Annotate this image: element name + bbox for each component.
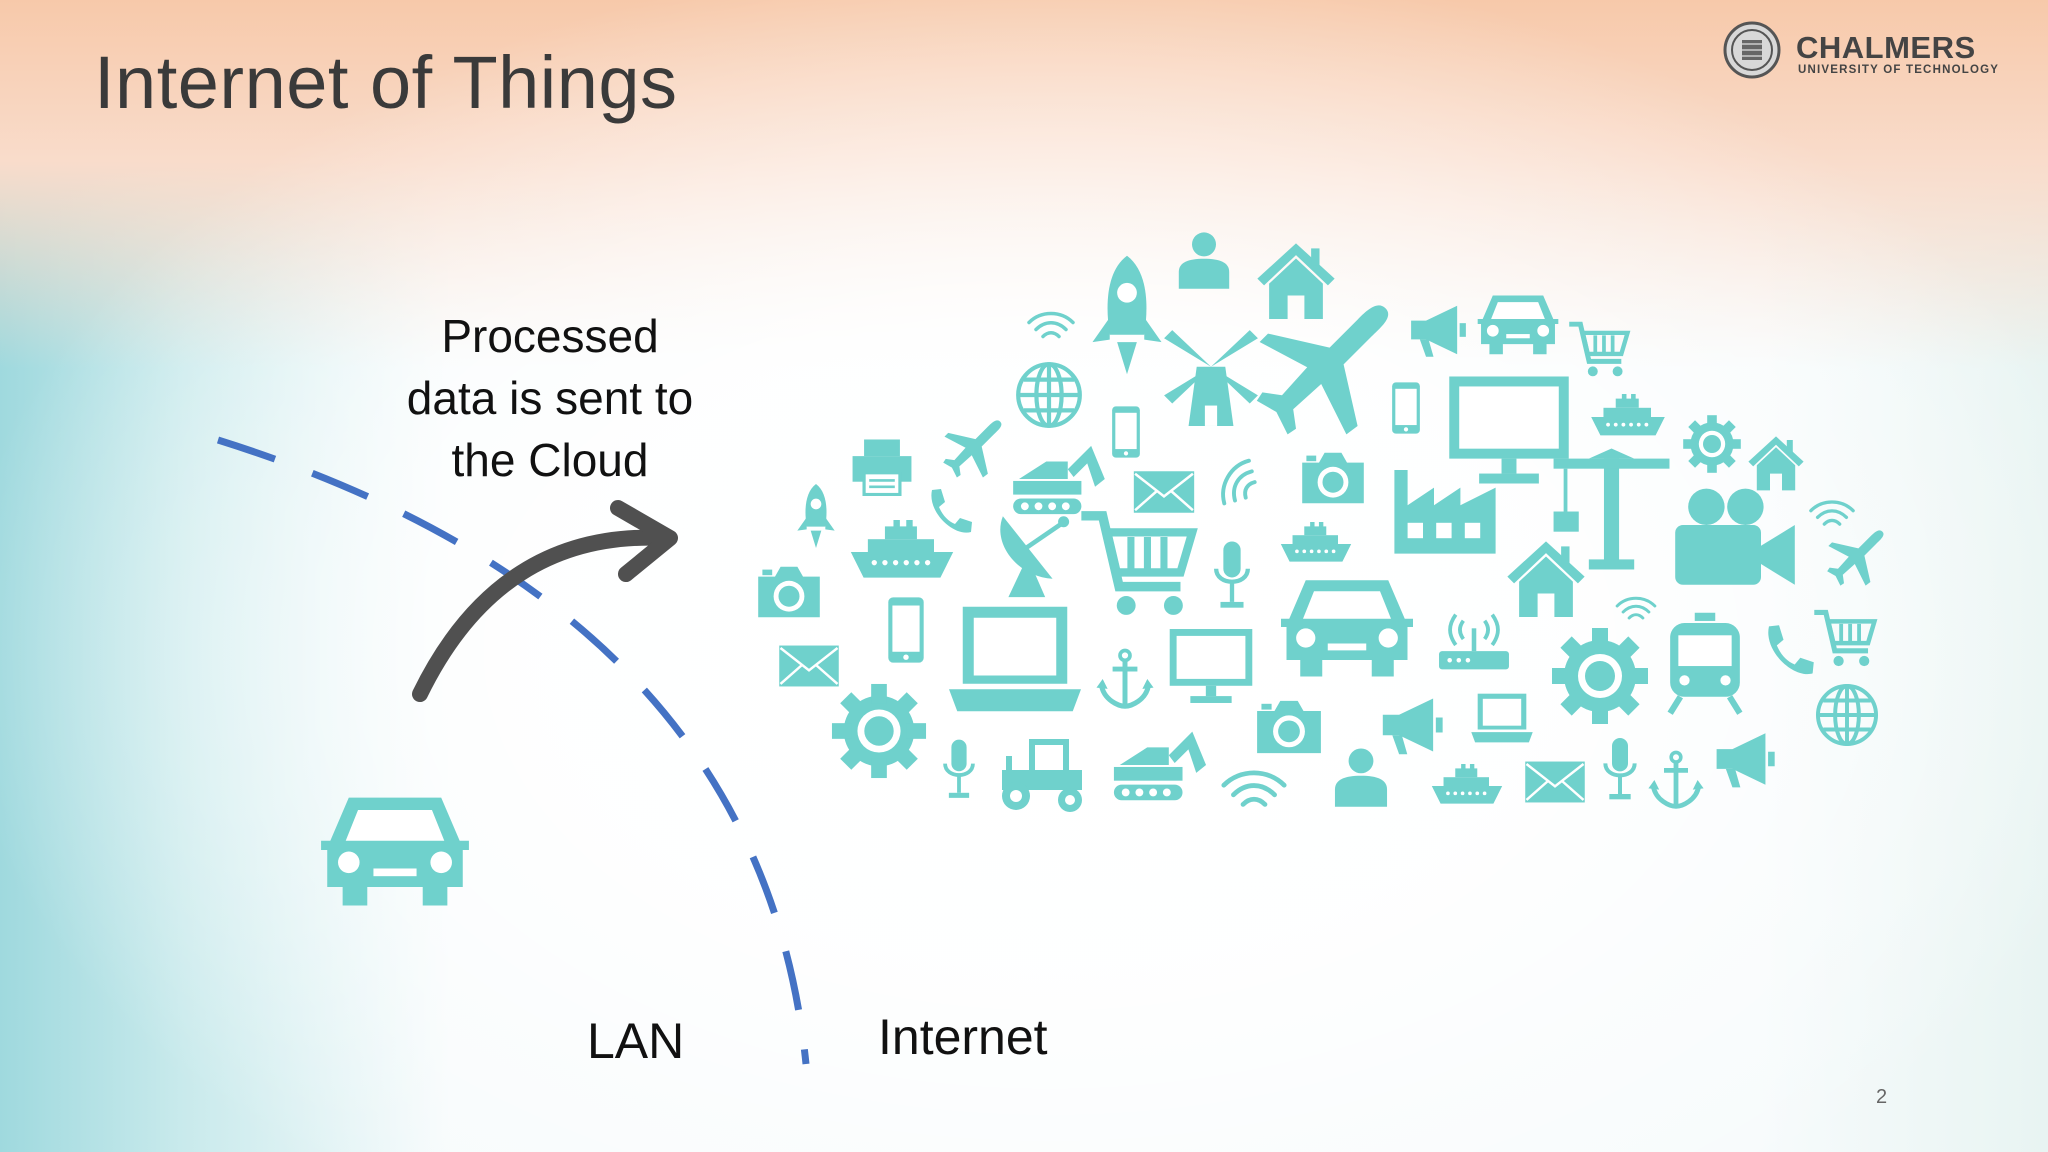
camera-icon bbox=[758, 566, 820, 618]
gear-icon bbox=[1552, 628, 1648, 724]
logo-wordmark: CHALMERS bbox=[1796, 30, 1976, 65]
camera-icon bbox=[1302, 452, 1364, 504]
printer-icon bbox=[850, 438, 914, 496]
microphone-icon bbox=[1605, 738, 1634, 799]
shopping-cart-icon bbox=[1569, 324, 1627, 376]
satellite-dish-icon bbox=[1000, 516, 1069, 597]
globe-icon bbox=[1018, 364, 1080, 426]
phone-icon bbox=[1768, 625, 1814, 675]
ship-icon bbox=[1280, 522, 1352, 562]
windmill-icon bbox=[1164, 330, 1258, 426]
car-icon bbox=[1477, 295, 1559, 355]
envelope-icon bbox=[1524, 760, 1586, 804]
train-icon bbox=[1670, 613, 1740, 713]
person-icon bbox=[1334, 748, 1388, 807]
ship-icon bbox=[1591, 394, 1665, 436]
airplane-icon bbox=[943, 420, 1002, 478]
laptop-icon bbox=[949, 606, 1081, 712]
excavator-icon bbox=[1113, 731, 1207, 801]
shopping-cart-icon bbox=[1814, 612, 1874, 666]
smartphone-icon bbox=[1392, 382, 1420, 434]
iot-icon-cloud bbox=[758, 232, 1884, 812]
ship-icon bbox=[850, 520, 954, 578]
wifi-icon bbox=[1615, 596, 1657, 620]
camera-icon bbox=[1257, 700, 1321, 754]
megaphone-icon bbox=[1411, 305, 1466, 357]
excavator-icon bbox=[1013, 445, 1105, 515]
caption-line: Processed bbox=[441, 310, 659, 362]
lan-label: LAN bbox=[587, 1013, 685, 1069]
globe-icon bbox=[1815, 683, 1879, 747]
car-icon bbox=[1281, 580, 1413, 677]
data-flow-arrow bbox=[412, 529, 672, 702]
logo-subtitle: UNIVERSITY OF TECHNOLOGY bbox=[1798, 64, 2000, 76]
house-icon bbox=[1507, 541, 1585, 617]
internet-label: Internet bbox=[878, 1009, 1048, 1065]
wifi-icon bbox=[1809, 500, 1855, 526]
video-camera-icon bbox=[1675, 488, 1795, 585]
anchor-icon bbox=[1648, 752, 1703, 806]
slide-title: Internet of Things bbox=[94, 41, 678, 124]
monitor-icon bbox=[1169, 629, 1253, 703]
caption-line: data is sent to bbox=[406, 372, 694, 424]
caption-line: the Cloud bbox=[451, 434, 649, 486]
chalmers-logo: CHALMERS UNIVERSITY OF TECHNOLOGY bbox=[1720, 20, 2020, 80]
megaphone-icon bbox=[1716, 733, 1775, 788]
wifi-icon bbox=[1224, 773, 1284, 805]
wifi-icon bbox=[1027, 311, 1075, 339]
house-icon bbox=[1748, 436, 1804, 491]
gear-icon bbox=[1683, 415, 1741, 473]
house-icon bbox=[1257, 243, 1335, 319]
airplane-icon bbox=[1256, 305, 1389, 435]
megaphone-icon bbox=[1382, 698, 1443, 755]
smartphone-icon bbox=[1112, 406, 1140, 458]
microphone-icon bbox=[1216, 541, 1248, 607]
envelope-icon bbox=[778, 644, 840, 688]
microphone-icon bbox=[945, 740, 973, 798]
rocket-icon bbox=[1092, 255, 1162, 375]
crane-icon bbox=[1553, 448, 1670, 570]
university-seal-icon bbox=[1723, 21, 1781, 79]
envelope-icon bbox=[1132, 470, 1196, 514]
data-flow-caption: Processed data is sent to the Cloud bbox=[370, 305, 730, 491]
smartphone-icon bbox=[888, 597, 924, 663]
rocket-icon bbox=[797, 484, 835, 548]
page-number: 2 bbox=[1876, 1086, 1888, 1108]
data-flow-arrowhead bbox=[610, 500, 678, 582]
laptop-icon bbox=[1471, 693, 1533, 743]
tractor-icon bbox=[1002, 742, 1082, 812]
monitor-icon bbox=[1449, 376, 1569, 484]
network-boundary-line bbox=[216, 436, 810, 1065]
wifi-icon bbox=[1216, 456, 1263, 512]
shopping-cart-icon bbox=[1081, 516, 1192, 615]
router-icon bbox=[1439, 615, 1509, 670]
car-icon bbox=[321, 797, 469, 906]
gear-icon bbox=[831, 683, 927, 779]
ship-icon bbox=[1431, 764, 1503, 804]
anchor-icon bbox=[1096, 650, 1153, 706]
person-icon bbox=[1178, 232, 1230, 289]
airplane-icon bbox=[1827, 530, 1884, 586]
phone-icon bbox=[931, 489, 972, 533]
